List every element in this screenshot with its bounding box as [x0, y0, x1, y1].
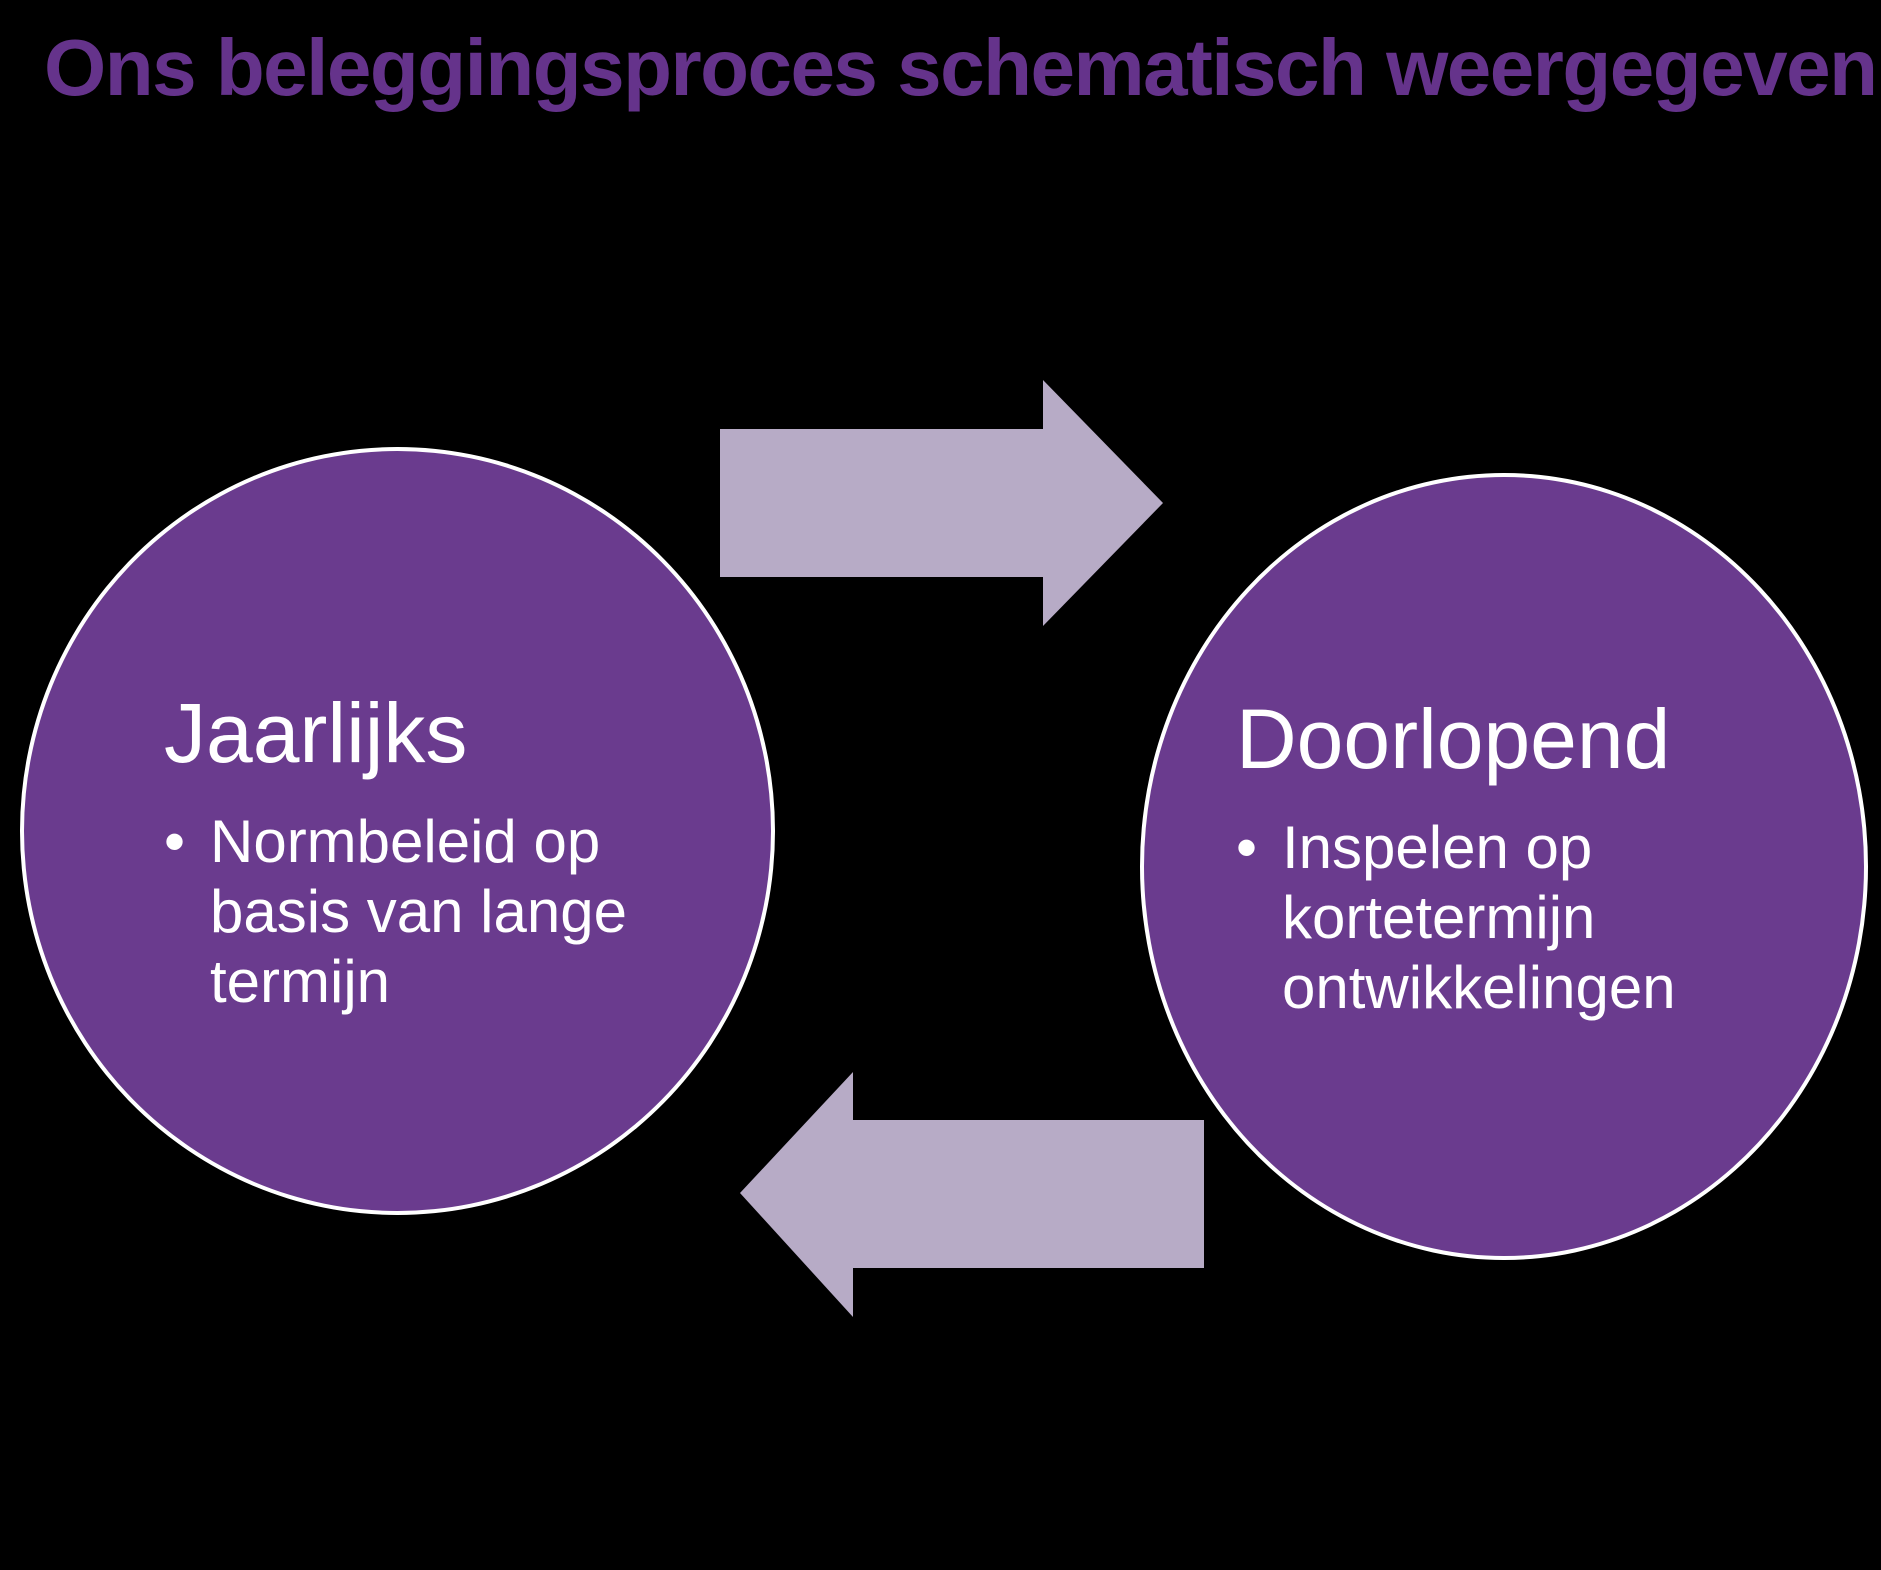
bullet-line: termijn [210, 948, 391, 1016]
cycle-node-doorlopend: Doorlopend • Inspelen op kortetermijn on… [1140, 473, 1868, 1260]
bullet-marker: • [164, 808, 186, 876]
node-content: Jaarlijks • Normbeleid op basis van lang… [164, 689, 644, 1017]
arrow-right-icon [720, 380, 1164, 626]
node-heading: Jaarlijks [164, 686, 468, 780]
bullet-line: basis van lange [210, 878, 627, 946]
bullet-line: kortetermijn [1282, 884, 1596, 952]
bullet-marker: • [1236, 814, 1258, 882]
bullet-item: • Normbeleid op basis van lange termijn [164, 807, 644, 1017]
page-title: Ons beleggingsproces schematisch weergeg… [44, 23, 1878, 112]
bullet-text: Inspelen op kortetermijn ontwikkelingen [1282, 813, 1676, 1023]
cycle-node-jaarlijks: Jaarlijks • Normbeleid op basis van lang… [20, 447, 775, 1215]
node-content: Doorlopend • Inspelen op kortetermijn on… [1236, 695, 1756, 1023]
bullet-line: Normbeleid op [210, 808, 601, 876]
bullet-line: Inspelen op [1282, 814, 1593, 882]
node-heading: Doorlopend [1236, 692, 1671, 786]
bullet-item: • Inspelen op kortetermijn ontwikkelinge… [1236, 813, 1756, 1023]
bullet-text: Normbeleid op basis van lange termijn [210, 807, 627, 1017]
bullet-line: ontwikkelingen [1282, 954, 1676, 1022]
arrow-left-icon [740, 1072, 1204, 1317]
